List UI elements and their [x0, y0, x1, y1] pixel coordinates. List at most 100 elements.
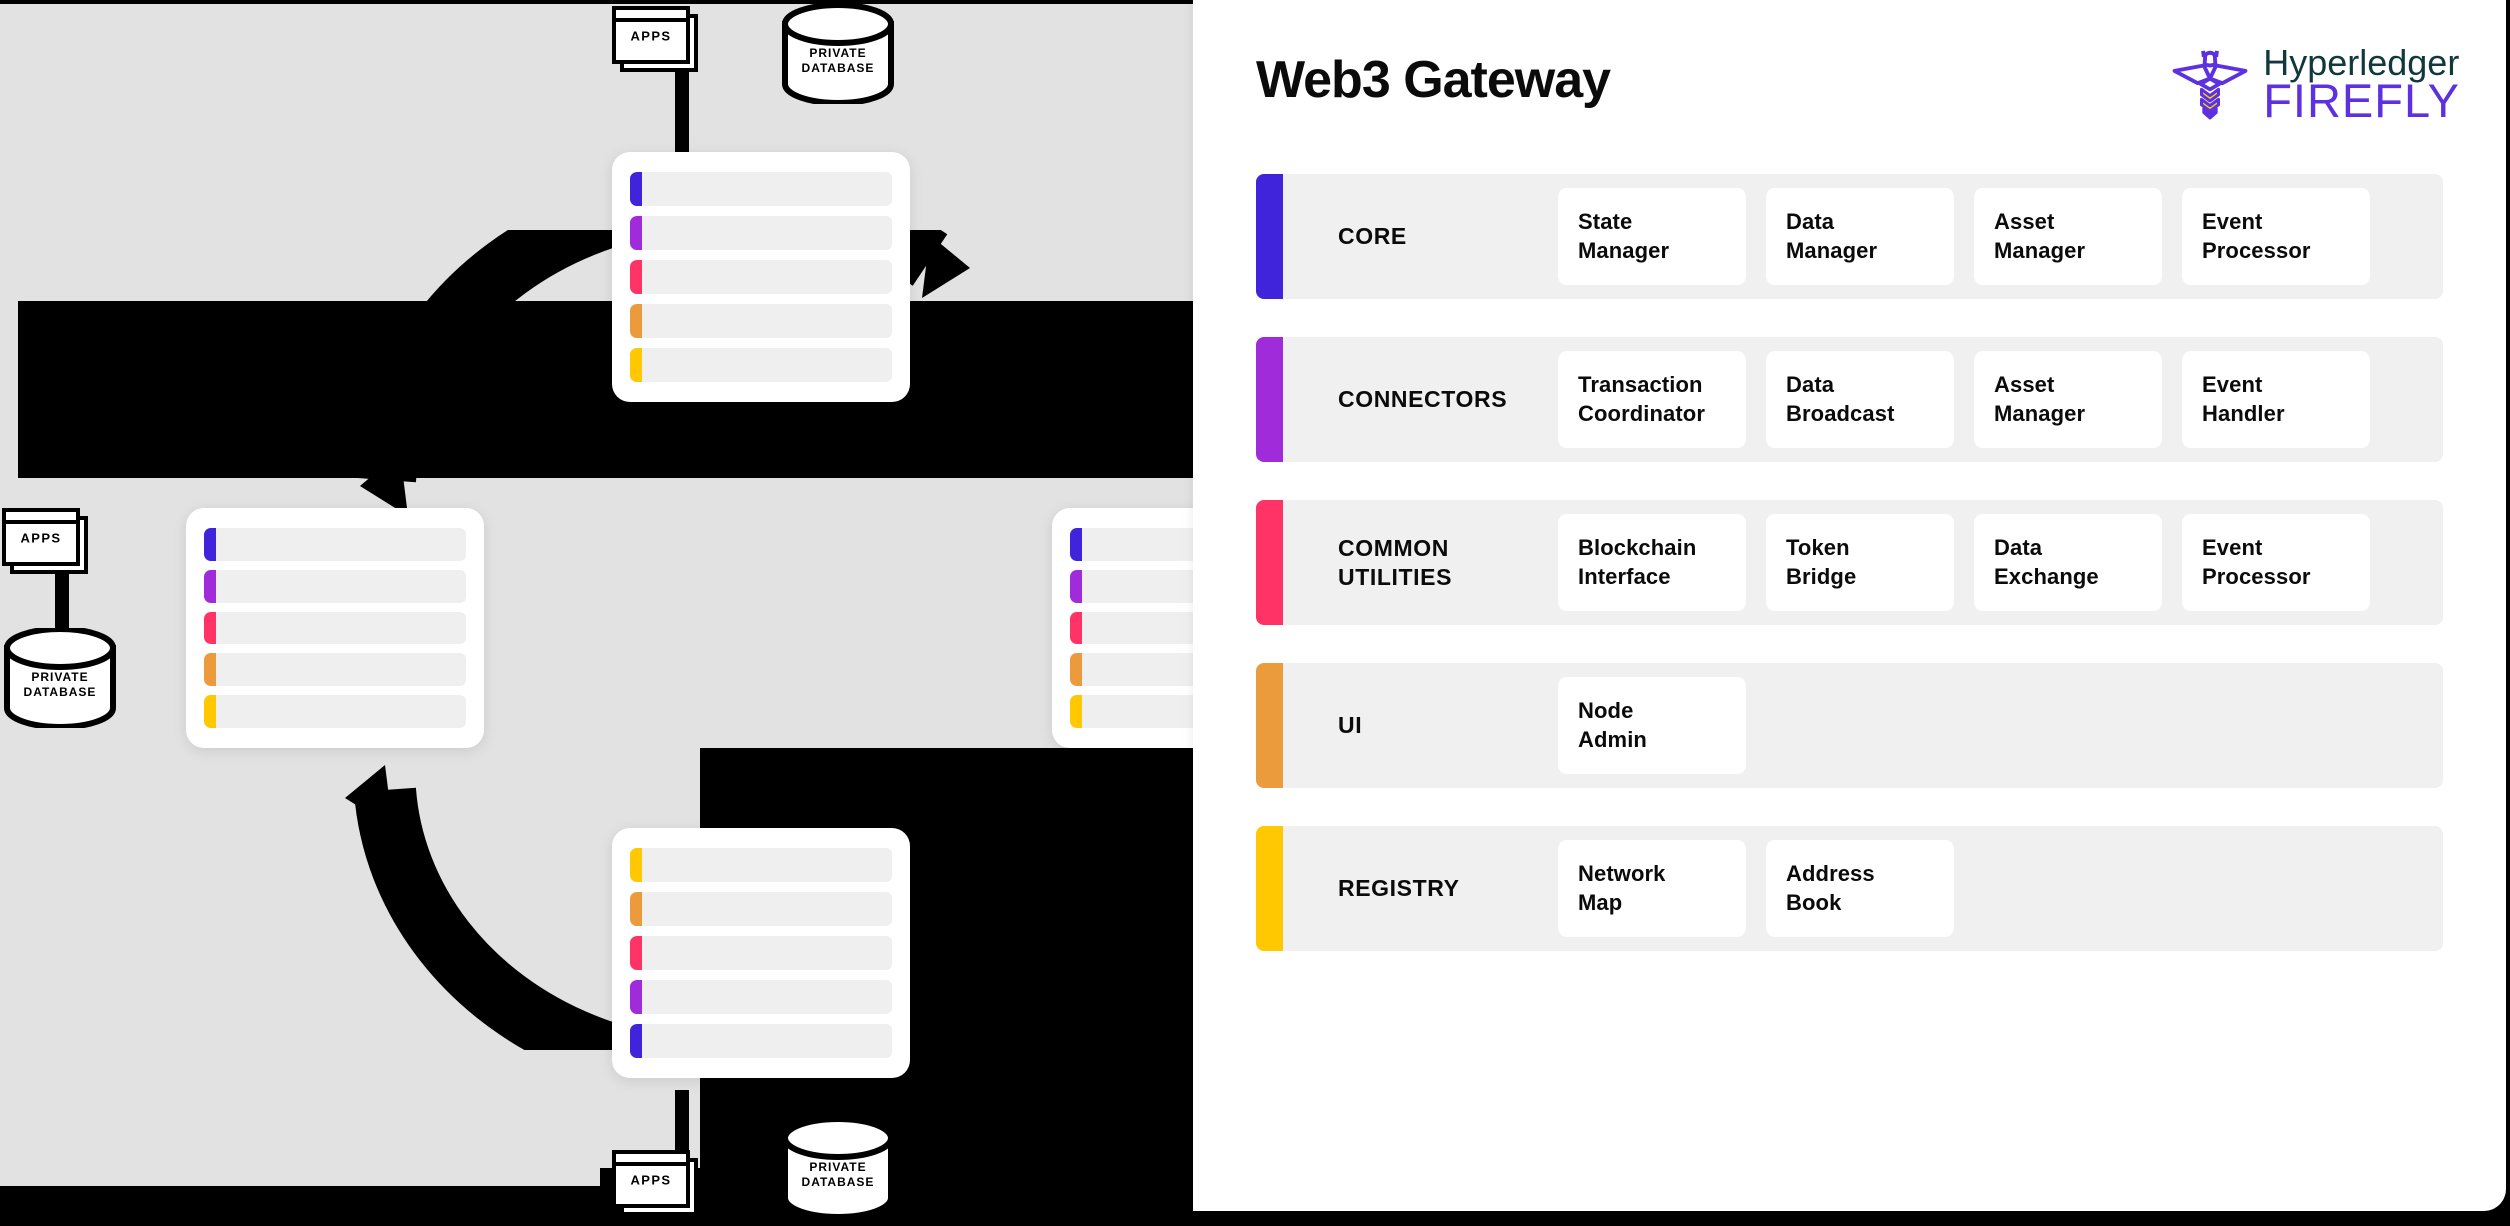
database-label-line2: DATABASE [23, 685, 97, 699]
connector-line-top [675, 60, 689, 180]
node-row [630, 936, 892, 970]
card-line2: Manager [1578, 237, 1670, 263]
row-label-core: CORE [1338, 223, 1407, 250]
node-tab-icon [204, 695, 216, 728]
node-row [204, 695, 466, 728]
database-cylinder-icon [782, 4, 894, 104]
node-row [204, 569, 466, 603]
database-label-line1: PRIVATE [809, 46, 867, 60]
row-accent-bar [1256, 663, 1283, 788]
node-card-bottom [612, 828, 910, 1078]
database-label-line1: PRIVATE [31, 670, 89, 684]
apps-window-frame: APPS [612, 6, 690, 64]
node-row [204, 611, 466, 645]
apps-window-left: APPS [2, 508, 88, 574]
curved-arrow-lower [345, 765, 958, 1050]
card-line2: Processor [2202, 237, 2311, 263]
card-line2: Coordinator [1578, 400, 1705, 426]
node-row [204, 528, 466, 561]
card-line2: Manager [1994, 237, 2086, 263]
card-line2: Manager [1994, 400, 2086, 426]
database-cylinder-icon [782, 1118, 894, 1218]
database-label-line1: PRIVATE [809, 1160, 867, 1174]
card-line1: Event [2202, 209, 2263, 235]
card-line2: Handler [2202, 400, 2285, 426]
apps-window-bottom: APPS [612, 1150, 698, 1216]
node-row [204, 653, 466, 687]
card-line2: Book [1786, 889, 1842, 915]
database-label-line2: DATABASE [801, 61, 875, 75]
bg-plate-top-right [0, 4, 1193, 94]
node-tab-icon [1070, 528, 1082, 561]
node-row [630, 348, 892, 382]
node-tab-icon [630, 892, 642, 926]
node-tab-icon [1070, 569, 1082, 603]
logo-wordmark: Hyperledger FIREFLY [2263, 44, 2460, 124]
node-tab-icon [630, 1024, 642, 1058]
card-line1: Address [1786, 861, 1875, 887]
connector-line-left-vertical [55, 572, 69, 642]
apps-window-titlebar [616, 10, 686, 22]
card-line1: Node [1578, 698, 1634, 724]
node-row [630, 980, 892, 1014]
database-label-line2: DATABASE [801, 1175, 875, 1189]
node-tab-icon [204, 528, 216, 561]
row-label-line1: COMMON [1338, 534, 1449, 561]
card-line1: Event [2202, 372, 2263, 398]
card-line1: Data [1786, 209, 1835, 235]
card-line2: Processor [2202, 563, 2311, 589]
apps-window-frame: APPS [2, 508, 80, 566]
node-tab-icon [204, 653, 216, 687]
node-row [630, 216, 892, 250]
row-label-registry: REGISTRY [1338, 875, 1460, 902]
node-tab-icon [630, 848, 642, 882]
apps-window-label: APPS [630, 1172, 672, 1188]
bg-plate-mid-left [0, 301, 18, 478]
card-line2: Bridge [1786, 563, 1857, 589]
card-line1: Data [1994, 535, 2043, 561]
node-tab-icon [630, 980, 642, 1014]
node-tab-icon [1070, 695, 1082, 728]
card-line1: Asset [1994, 209, 2055, 235]
node-tab-icon [630, 172, 642, 206]
node-row [630, 260, 892, 294]
private-database-left: PRIVATE DATABASE [2, 628, 118, 728]
database-cylinder-icon [4, 628, 116, 728]
node-tab-icon [630, 304, 642, 338]
row-accent-bar [1256, 500, 1283, 625]
card-line2: Admin [1578, 726, 1647, 752]
apps-window-frame: APPS [612, 1150, 690, 1208]
row-accent-bar [1256, 337, 1283, 462]
card-line1: Asset [1994, 372, 2055, 398]
node-card-left [186, 508, 484, 748]
database-label: PRIVATE DATABASE [780, 46, 896, 76]
node-tab-icon [1070, 611, 1082, 645]
node-tab-icon [204, 569, 216, 603]
